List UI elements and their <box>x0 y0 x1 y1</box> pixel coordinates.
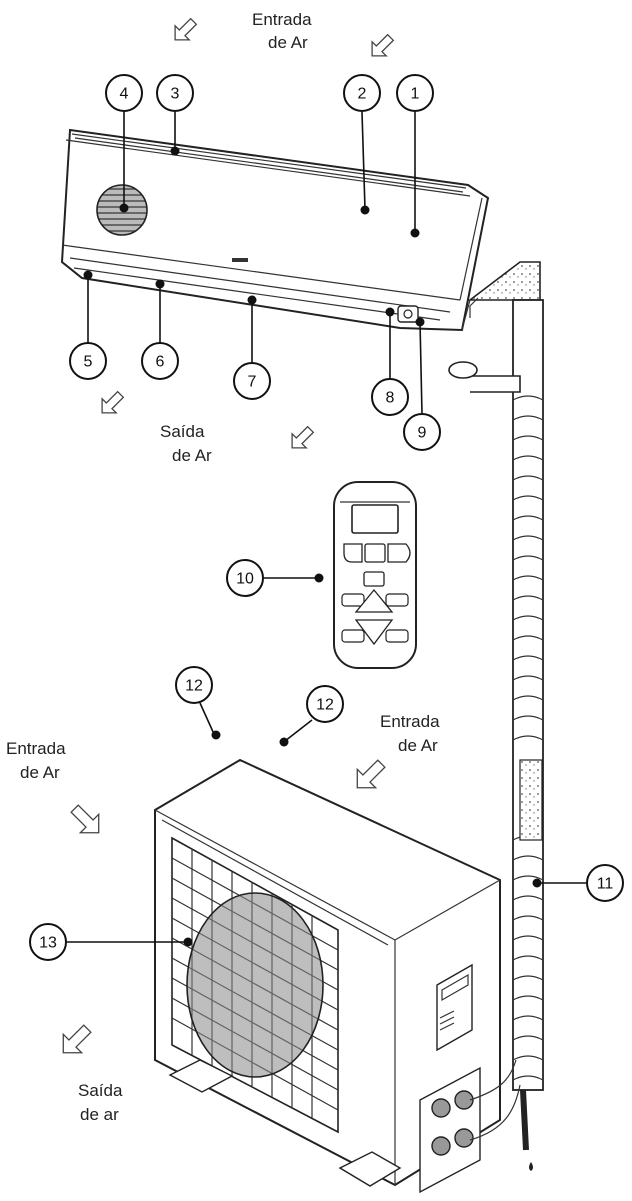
outdoor-inlet-left-label: de Ar <box>20 763 60 782</box>
indoor-inlet-label: de Ar <box>268 33 308 52</box>
air-arrow-icon <box>371 33 395 57</box>
temp-down-icon <box>354 619 394 646</box>
callout-10 <box>226 559 264 597</box>
callout-1 <box>396 74 434 112</box>
air-arrow-icon <box>101 390 125 414</box>
outdoor-unit <box>154 758 521 1194</box>
callout-5 <box>69 342 107 380</box>
callout-13-number: 13 <box>39 935 57 952</box>
callouts: 1 2 3 4 5 6 7 8 <box>29 74 624 961</box>
callout-3-number: 3 <box>171 86 180 103</box>
callout-11-number: 11 <box>597 876 614 893</box>
remote-control <box>333 481 417 669</box>
callout-6 <box>141 342 179 380</box>
drip-icon <box>529 1162 533 1171</box>
callout-12-right-number: 12 <box>316 697 334 714</box>
callout-6-number: 6 <box>156 354 165 371</box>
outdoor-inlet-right-label: de Ar <box>398 736 438 755</box>
outdoor-outlet-label: de ar <box>80 1105 119 1124</box>
callout-11 <box>586 864 624 902</box>
callout-5-number: 5 <box>84 354 93 371</box>
outdoor-grille <box>171 836 339 1134</box>
outdoor-inlet-left-label: Entrada <box>6 739 66 758</box>
callout-9-number: 9 <box>418 425 427 442</box>
outdoor-inlet-right-label: Entrada <box>380 712 440 731</box>
callout-9 <box>403 413 441 451</box>
callout-1-number: 1 <box>411 86 420 103</box>
indoor-outlet-label: Saída <box>160 422 205 441</box>
callout-10-number: 10 <box>236 571 254 588</box>
pipe-wrap-bands <box>512 395 544 1081</box>
callout-2-number: 2 <box>358 86 367 103</box>
indoor-outlet-label: de Ar <box>172 446 212 465</box>
callout-13 <box>29 923 67 961</box>
callout-4 <box>105 74 143 112</box>
outdoor-fan-icon <box>186 892 324 1078</box>
air-labels: Entrada de Ar Saída de Ar Entrada de Ar … <box>6 10 440 1124</box>
callout-8 <box>371 378 409 416</box>
air-arrow-icon <box>291 425 315 449</box>
air-arrow-icon <box>174 17 198 41</box>
refrigerant-pipe <box>448 261 544 1171</box>
indoor-unit <box>60 128 490 332</box>
temp-up-icon <box>354 588 394 613</box>
callout-7-number: 7 <box>248 374 257 391</box>
callout-12-right <box>306 685 344 723</box>
callout-3 <box>156 74 194 112</box>
callout-12-left-number: 12 <box>185 678 203 695</box>
callout-4-number: 4 <box>120 86 129 103</box>
remote-display <box>351 504 399 534</box>
air-arrow-icon <box>70 804 100 834</box>
airflow-arrows <box>62 17 395 1054</box>
air-arrow-icon <box>356 759 386 789</box>
callout-8-number: 8 <box>386 390 395 407</box>
air-arrow-icon <box>62 1024 92 1054</box>
callout-2 <box>343 74 381 112</box>
outdoor-outlet-label: Saída <box>78 1081 123 1100</box>
callout-7 <box>233 362 271 400</box>
callout-12-left <box>175 666 213 704</box>
indoor-inlet-label: Entrada <box>252 10 312 29</box>
